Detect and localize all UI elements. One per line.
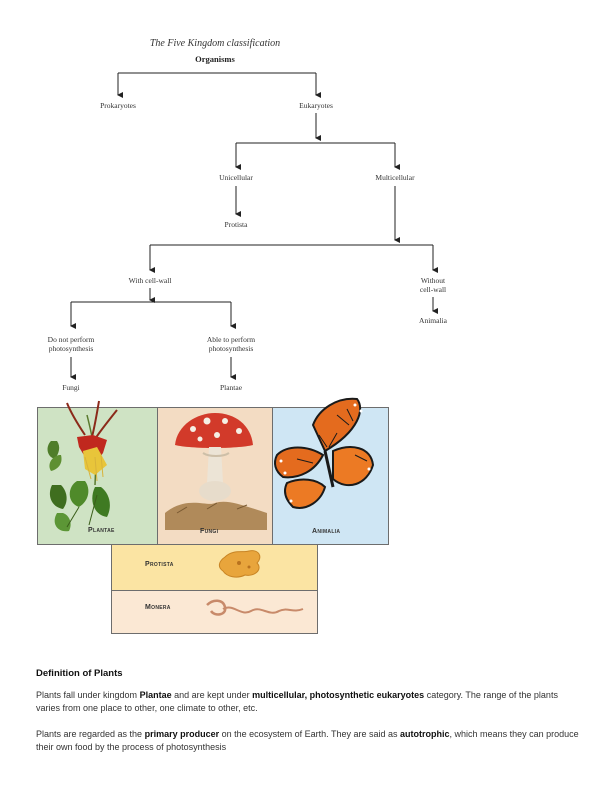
label-fungi: Fungi	[200, 528, 219, 535]
label-animalia: Animalia	[312, 528, 341, 535]
node-photosynthesis-line2: photosynthesis	[208, 344, 254, 353]
panel-monera	[111, 590, 318, 634]
label-monera: Monera	[145, 604, 171, 611]
node-protista: Protista	[224, 220, 248, 229]
node-organisms: Organisms	[195, 54, 235, 64]
paragraph-1: Plants fall under kingdom Plantae and ar…	[36, 689, 581, 714]
paragraph-2-bold-producer: primary producer	[144, 729, 220, 739]
paragraph-2-text-a: Plants are regarded as the	[36, 729, 145, 739]
node-unicellular: Unicellular	[219, 173, 253, 182]
amoeba-illustration	[218, 550, 261, 578]
diagram-title: The Five Kingdom classification	[149, 38, 281, 49]
paragraph-2-bold-autotrophic: autotrophic	[400, 729, 450, 739]
node-plantae: Plantae	[219, 383, 243, 392]
node-animalia: Animalia	[419, 316, 447, 325]
paragraph-2: Plants are regarded as the primary produ…	[36, 728, 581, 753]
paragraph-2-text-e: , which means they can produce their own…	[36, 729, 579, 752]
paragraph-1-bold-plantae: Plantae	[139, 690, 172, 700]
label-protista: Protista	[145, 561, 174, 568]
mushroom-illustration	[165, 413, 267, 530]
node-no-photosynthesis-line1: Do not perform	[47, 335, 95, 344]
node-prokaryotes: Prokaryotes	[100, 101, 136, 110]
node-photosynthesis-line1: Able to perform	[206, 335, 256, 344]
node-no-photosynthesis-line2: photosynthesis	[48, 344, 94, 353]
node-eukaryotes: Eukaryotes	[299, 101, 333, 110]
label-plantae: Plantae	[88, 527, 115, 534]
section-heading: Definition of Plants	[36, 668, 123, 679]
node-without-cell-wall-line1: Without	[420, 276, 446, 285]
paragraph-2-text-c: on the ecosystem of Earth. They are said…	[219, 729, 401, 739]
panel-protista	[111, 544, 318, 592]
node-multicellular: Multicellular	[375, 173, 415, 182]
tree-connectors	[70, 72, 438, 380]
paragraph-1-text-c: and are kept under	[171, 690, 253, 700]
butterfly-illustration	[274, 397, 375, 509]
node-with-cell-wall: With cell-wall	[128, 276, 172, 285]
kingdom-illustrations	[47, 397, 375, 616]
paragraph-1-text-a: Plants fall under kingdom	[36, 690, 140, 700]
paragraph-1-text-e: category. The range of the plants varies…	[36, 690, 558, 713]
plant-illustration	[47, 400, 118, 532]
node-fungi: Fungi	[62, 383, 80, 392]
paragraph-1-bold-category: multicellular, photosynthetic eukaryotes	[252, 690, 425, 700]
node-without-cell-wall-line2: cell-wall	[419, 285, 447, 294]
bacterium-illustration	[206, 599, 304, 616]
